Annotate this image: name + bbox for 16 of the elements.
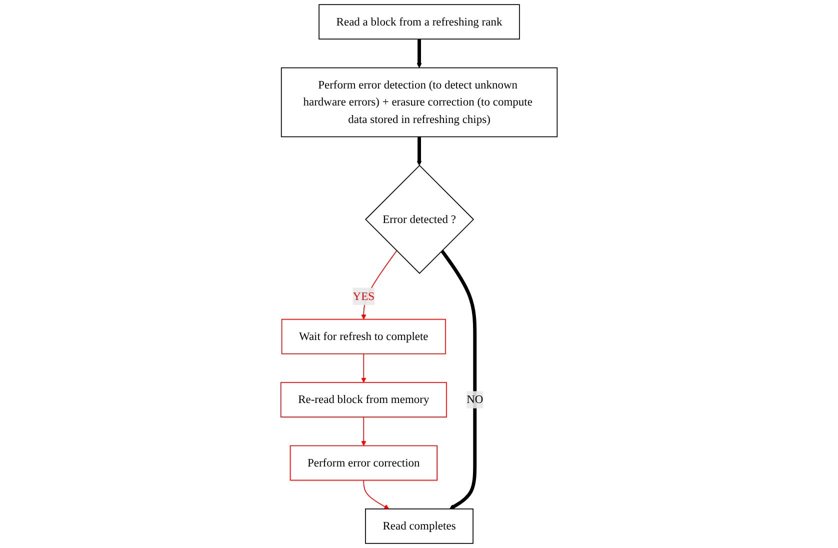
node-box: Wait for refresh to complete <box>281 318 446 354</box>
arrow <box>363 480 390 510</box>
node-box: Re-read block from memory <box>280 382 447 418</box>
arrow <box>440 250 477 510</box>
edge-label: NO <box>466 393 484 406</box>
arrow <box>361 416 366 446</box>
edge-label: YES <box>352 290 375 303</box>
node-diamond: Error detected ? <box>365 164 474 274</box>
arrow <box>416 39 422 68</box>
arrow <box>361 250 398 320</box>
node-box: Perform error correction <box>290 445 438 481</box>
arrow <box>361 353 366 383</box>
arrow <box>416 136 422 166</box>
node-box: Perform error detection (to detect unknown hardware errors) + erasure correction (to compute data stored in refreshing chips) <box>280 67 558 138</box>
node-box: Read completes <box>365 508 474 544</box>
node-box: Read a block from a refreshing rank <box>318 4 520 40</box>
